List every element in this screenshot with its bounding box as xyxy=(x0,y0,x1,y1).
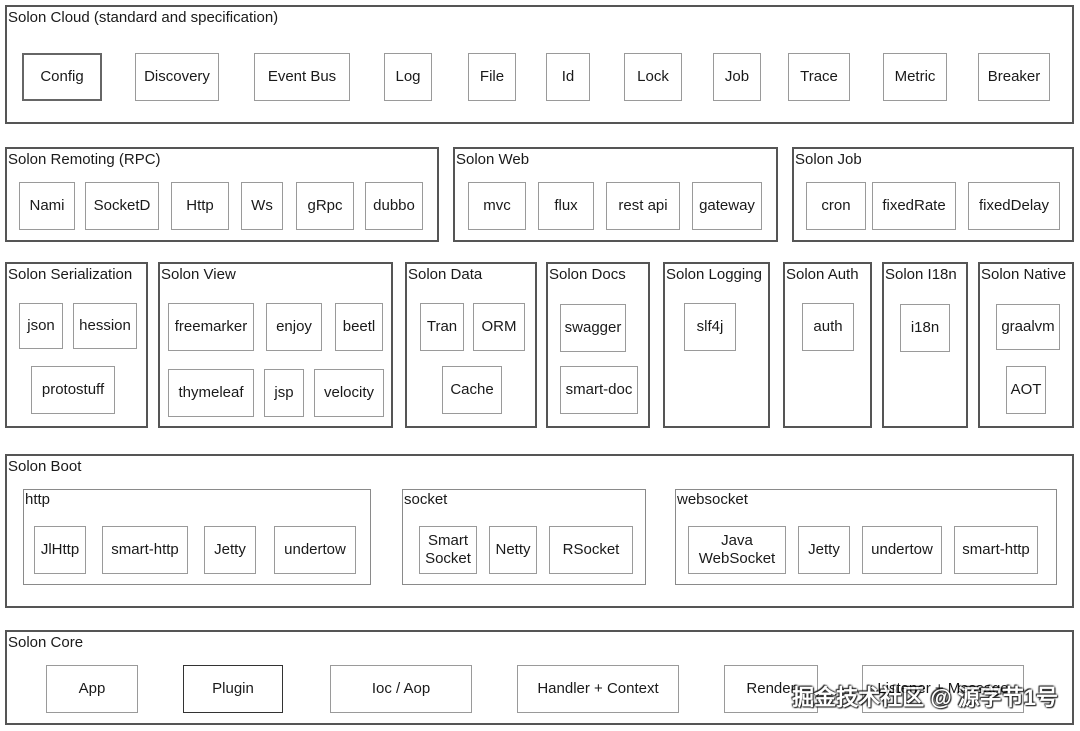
view-freemarker-box: freemarker xyxy=(168,303,254,351)
solon-native-title: Solon Native xyxy=(981,266,1067,283)
core-render-box: Render xyxy=(724,665,818,713)
solon-job-panel: Solon Job cron fixedRate fixedDelay xyxy=(792,147,1074,242)
solon-cloud-title: Solon Cloud (standard and specification) xyxy=(8,9,279,26)
boot-http-undertow-box: undertow xyxy=(274,526,356,574)
cloud-event-bus-box: Event Bus xyxy=(254,53,350,101)
serialization-protostuff-box: protostuff xyxy=(31,366,115,414)
boot-jlhttp-box: JlHttp xyxy=(34,526,86,574)
cloud-log-box: Log xyxy=(384,53,432,101)
solon-boot-panel: Solon Boot http JlHttp smart-http Jetty … xyxy=(5,454,1074,608)
remoting-dubbo-box: dubbo xyxy=(365,182,423,230)
docs-swagger-box: swagger xyxy=(560,304,626,352)
web-flux-box: flux xyxy=(538,182,594,230)
solon-serialization-title: Solon Serialization xyxy=(8,266,133,283)
solon-docs-panel: Solon Docs swagger smart-doc xyxy=(546,262,650,428)
core-handler-context-box: Handler + Context xyxy=(517,665,679,713)
boot-http-jetty-box: Jetty xyxy=(204,526,256,574)
boot-websocket-undertow-box: undertow xyxy=(862,526,942,574)
core-plugin-box: Plugin xyxy=(183,665,283,713)
solon-docs-title: Solon Docs xyxy=(549,266,626,283)
boot-http-group: http JlHttp smart-http Jetty undertow xyxy=(23,489,371,585)
cloud-file-box: File xyxy=(468,53,516,101)
solon-auth-title: Solon Auth xyxy=(786,266,859,283)
solon-data-panel: Solon Data Tran ORM Cache xyxy=(405,262,537,428)
view-thymeleaf-box: thymeleaf xyxy=(168,369,254,417)
boot-socket-group: socket Smart Socket Netty RSocket xyxy=(402,489,646,585)
boot-netty-box: Netty xyxy=(489,526,537,574)
boot-smart-socket-box: Smart Socket xyxy=(419,526,477,574)
solon-serialization-panel: Solon Serialization json hession protost… xyxy=(5,262,148,428)
cloud-id-box: Id xyxy=(546,53,590,101)
view-enjoy-box: enjoy xyxy=(266,303,322,351)
cloud-metric-box: Metric xyxy=(883,53,947,101)
cloud-trace-box: Trace xyxy=(788,53,850,101)
solon-view-title: Solon View xyxy=(161,266,236,283)
web-mvc-box: mvc xyxy=(468,182,526,230)
boot-websocket-group: websocket Java WebSocket Jetty undertow … xyxy=(675,489,1057,585)
boot-java-websocket-box: Java WebSocket xyxy=(688,526,786,574)
remoting-grpc-box: gRpc xyxy=(296,182,354,230)
view-beetl-box: beetl xyxy=(335,303,383,351)
cloud-job-box: Job xyxy=(713,53,761,101)
web-gateway-box: gateway xyxy=(692,182,762,230)
docs-smart-doc-box: smart-doc xyxy=(560,366,638,414)
watermark-text: 掘金技术社区 @ 源字节1号 xyxy=(792,685,1058,710)
core-app-box: App xyxy=(46,665,138,713)
boot-websocket-jetty-box: Jetty xyxy=(798,526,850,574)
solon-view-panel: Solon View freemarker enjoy beetl thymel… xyxy=(158,262,393,428)
solon-i18n-title: Solon I18n xyxy=(885,266,957,283)
solon-core-panel: Solon Core App Plugin Ioc / Aop Handler … xyxy=(5,630,1074,725)
cloud-config-box: Config xyxy=(22,53,102,101)
solon-logging-panel: Solon Logging slf4j xyxy=(663,262,770,428)
serialization-hession-box: hession xyxy=(73,303,137,349)
solon-boot-title: Solon Boot xyxy=(8,458,82,475)
solon-remoting-title: Solon Remoting (RPC) xyxy=(8,151,161,168)
remoting-http-box: Http xyxy=(171,182,229,230)
cloud-discovery-box: Discovery xyxy=(135,53,219,101)
solon-data-title: Solon Data xyxy=(408,266,483,283)
data-orm-box: ORM xyxy=(473,303,525,351)
view-jsp-box: jsp xyxy=(264,369,304,417)
job-fixedrate-box: fixedRate xyxy=(872,182,956,230)
auth-auth-box: auth xyxy=(802,303,854,351)
logging-slf4j-box: slf4j xyxy=(684,303,736,351)
serialization-json-box: json xyxy=(19,303,63,349)
solon-job-title: Solon Job xyxy=(795,151,862,168)
i18n-i18n-box: i18n xyxy=(900,304,950,352)
web-rest-api-box: rest api xyxy=(606,182,680,230)
solon-native-panel: Solon Native graalvm AOT xyxy=(978,262,1074,428)
remoting-socketd-box: SocketD xyxy=(85,182,159,230)
native-aot-box: AOT xyxy=(1006,366,1046,414)
boot-websocket-smart-http-box: smart-http xyxy=(954,526,1038,574)
boot-socket-title: socket xyxy=(404,491,448,508)
solon-logging-title: Solon Logging xyxy=(666,266,762,283)
data-tran-box: Tran xyxy=(420,303,464,351)
native-graalvm-box: graalvm xyxy=(996,304,1060,350)
view-velocity-box: velocity xyxy=(314,369,384,417)
cloud-breaker-box: Breaker xyxy=(978,53,1050,101)
solon-auth-panel: Solon Auth auth xyxy=(783,262,872,428)
solon-core-title: Solon Core xyxy=(8,634,84,651)
boot-websocket-title: websocket xyxy=(677,491,748,508)
job-fixeddelay-box: fixedDelay xyxy=(968,182,1060,230)
boot-http-smart-http-box: smart-http xyxy=(102,526,188,574)
boot-rsocket-box: RSocket xyxy=(549,526,633,574)
core-listener-message-box: Listener + Message xyxy=(862,665,1024,713)
data-cache-box: Cache xyxy=(442,366,502,414)
solon-web-title: Solon Web xyxy=(456,151,530,168)
remoting-ws-box: Ws xyxy=(241,182,283,230)
solon-cloud-panel: Solon Cloud (standard and specification)… xyxy=(5,5,1074,124)
solon-i18n-panel: Solon I18n i18n xyxy=(882,262,968,428)
core-ioc-aop-box: Ioc / Aop xyxy=(330,665,472,713)
remoting-nami-box: Nami xyxy=(19,182,75,230)
solon-remoting-panel: Solon Remoting (RPC) Nami SocketD Http W… xyxy=(5,147,439,242)
cloud-lock-box: Lock xyxy=(624,53,682,101)
solon-web-panel: Solon Web mvc flux rest api gateway xyxy=(453,147,778,242)
boot-http-title: http xyxy=(25,491,51,508)
job-cron-box: cron xyxy=(806,182,866,230)
